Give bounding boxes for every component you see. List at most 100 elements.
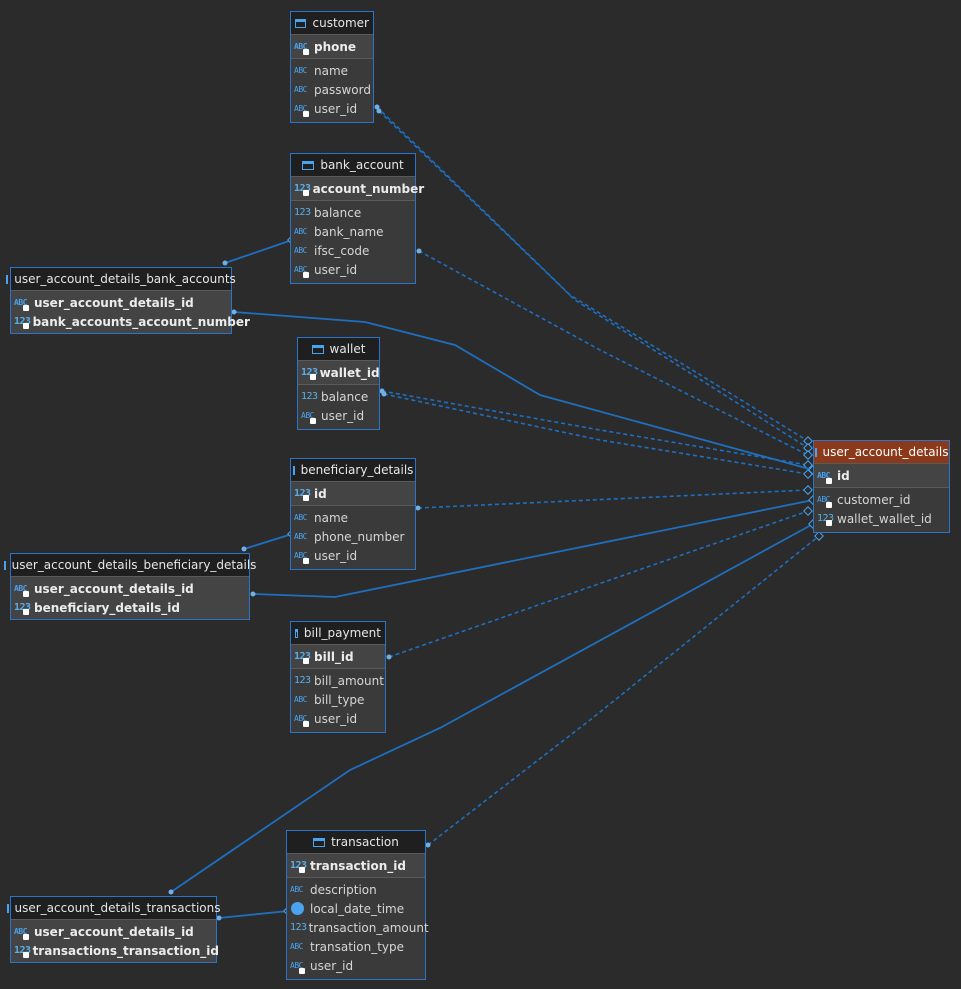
- key-icon: [310, 418, 316, 424]
- numeric-type-icon: 123: [294, 488, 311, 501]
- column-row[interactable]: ABC name: [291, 61, 373, 80]
- key-icon: [303, 272, 309, 278]
- text-type-icon: ABC: [294, 66, 307, 75]
- table-name: wallet: [329, 342, 366, 356]
- text-type-icon: ABC: [294, 227, 307, 236]
- table-icon: [302, 160, 315, 170]
- column-name: bill_amount: [314, 673, 384, 688]
- clock-icon: [291, 902, 304, 915]
- column-row[interactable]: local_date_time: [287, 899, 425, 918]
- link-end-marker: [814, 531, 824, 541]
- link-uadbd-benef: [243, 533, 293, 550]
- table-header[interactable]: customer: [291, 12, 373, 35]
- key-icon: [23, 609, 29, 615]
- table-name: bank_account: [320, 158, 404, 172]
- link-end-dot: [415, 505, 421, 511]
- numeric-type-icon: 123: [301, 367, 318, 380]
- table-header[interactable]: wallet: [298, 338, 379, 361]
- key-icon: [826, 502, 832, 508]
- text-type-icon: ABC: [294, 104, 312, 117]
- table-header[interactable]: user_account_details_transactions: [6, 897, 221, 920]
- link-uadba-uad: [233, 311, 814, 471]
- column-name: user_account_details_id: [34, 295, 194, 310]
- table-header[interactable]: bill_payment: [291, 622, 385, 645]
- table-header[interactable]: transaction: [287, 831, 425, 854]
- table-icon: [6, 903, 9, 913]
- key-icon: [303, 658, 309, 664]
- numeric-type-icon: 123: [294, 183, 311, 196]
- key-icon: [826, 478, 832, 484]
- table-header[interactable]: user_account_details: [814, 441, 949, 464]
- link-end-dot: [231, 309, 237, 315]
- table-header[interactable]: user_account_details_beneficiary_details: [3, 554, 256, 577]
- key-icon: [23, 305, 29, 311]
- column-name: id: [837, 468, 850, 483]
- link-end-marker: [803, 506, 813, 516]
- table-header[interactable]: bank_account: [291, 154, 415, 177]
- link-end-dot: [416, 248, 422, 254]
- key-icon: [310, 374, 316, 380]
- link-end-dot: [425, 842, 431, 848]
- key-icon: [299, 867, 305, 873]
- link-uadt-trans: [218, 910, 289, 919]
- key-icon: [303, 49, 309, 55]
- link-end-dot: [241, 546, 247, 552]
- column-name: name: [314, 63, 349, 78]
- table-icon: [814, 447, 817, 457]
- column-name: phone_number: [314, 529, 405, 544]
- table-header[interactable]: beneficiary_details: [291, 459, 415, 482]
- table-user-account-details-beneficiary-details[interactable]: user_account_details_beneficiary_details…: [3, 553, 256, 620]
- link-uadba-bank: [224, 239, 293, 264]
- column-name: transation_type: [310, 939, 404, 954]
- key-icon: [299, 968, 305, 974]
- table-header[interactable]: user_account_details_bank_accounts: [6, 268, 236, 291]
- column-name: name: [314, 510, 349, 525]
- link-end-dot: [376, 108, 382, 114]
- table-icon: [295, 628, 298, 638]
- column-name: bill_id: [314, 649, 354, 664]
- column-name: wallet_wallet_id: [837, 511, 932, 526]
